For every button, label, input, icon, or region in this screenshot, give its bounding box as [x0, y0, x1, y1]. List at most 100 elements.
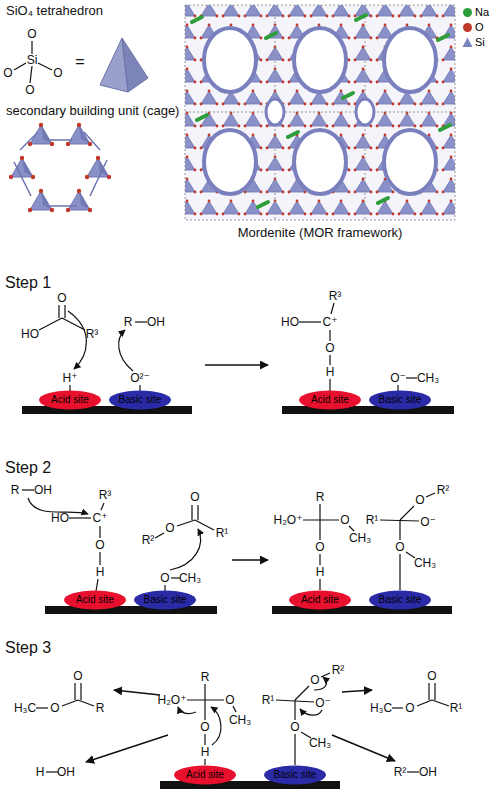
sodium-ion: [438, 35, 448, 40]
site-ellipse: [369, 591, 431, 610]
sodium-ion: [356, 15, 366, 20]
sodium-ion: [343, 93, 353, 98]
catalyst-surface: [45, 606, 217, 614]
bond-line: [99, 552, 100, 565]
reaction-arrow: [205, 364, 268, 366]
atom-label: Si: [27, 54, 38, 66]
catalyst-site: Basic site: [368, 590, 432, 610]
catalyst-surface: [272, 606, 452, 614]
tetrahedron-shape: [122, 38, 148, 92]
cage-link: [20, 132, 38, 150]
atom-label: R²: [394, 766, 407, 778]
legend-swatch: [462, 7, 473, 18]
reaction-arrow: [114, 690, 160, 695]
legend-text: Na: [475, 6, 489, 18]
bond-line: [299, 321, 321, 322]
bond-line: [417, 700, 432, 706]
bond-line: [36, 673, 449, 772]
atom-label: R³: [99, 489, 112, 501]
site-label: Acid site: [173, 765, 237, 785]
legend-swatch: [462, 22, 473, 33]
bond-line: [164, 585, 165, 591]
atom-label: HO: [21, 328, 39, 340]
reaction-arrow: [232, 559, 268, 561]
bond-line: [155, 533, 164, 538]
catalyst-site: Acid site: [288, 590, 352, 610]
bond-line: [99, 526, 100, 538]
bond-line: [30, 66, 32, 83]
sodium-ion: [197, 115, 207, 120]
sodium-ion: [440, 125, 450, 130]
bond-line: [319, 579, 320, 590]
atom-label: O²⁻: [130, 372, 150, 384]
legend-swatch: [463, 8, 472, 17]
atom-label: O⁻: [390, 372, 406, 384]
curved-arrow: [68, 311, 86, 369]
bond-line: [329, 330, 330, 341]
site-label: Basic site: [108, 390, 172, 410]
site-label: Basic site: [368, 590, 432, 610]
atom-label: O: [190, 491, 199, 503]
catalyst-surface: [22, 406, 454, 789]
site-ellipse: [109, 391, 171, 410]
atom-label: H₃C: [370, 702, 392, 714]
site-ellipse: [39, 391, 101, 410]
atom-label: H: [326, 366, 335, 378]
bond-line: [39, 303, 417, 392]
framework-image: [384, 28, 436, 92]
atom-label: OH: [147, 316, 165, 328]
sodium-ion: [266, 33, 276, 38]
atom-label: R¹: [216, 527, 229, 539]
sodium-ion: [192, 15, 450, 207]
cage-unit: [85, 156, 111, 179]
heading-label: Mordenite (MOR framework): [238, 226, 403, 239]
atom-label: CH₃: [417, 372, 439, 384]
atom-label: O: [290, 721, 299, 733]
bond-line: [407, 771, 419, 772]
atom-label: R²: [142, 534, 155, 546]
atom-label: H₂O⁺: [158, 694, 187, 706]
atom-label: R: [96, 702, 105, 714]
tetrahedron-shape: [100, 38, 148, 92]
site-label: Acid site: [288, 590, 352, 610]
reaction-arrow: [86, 735, 168, 762]
bond-line: [432, 700, 449, 706]
atom-label: R¹: [366, 514, 379, 526]
atom-label: O: [3, 67, 12, 79]
bond-line: [329, 355, 330, 365]
cage-link: [14, 162, 31, 196]
atom-label: H: [201, 746, 210, 758]
sodium-ion: [378, 198, 388, 203]
atom-label: O: [395, 541, 404, 553]
reaction-arrow: [86, 690, 395, 762]
heading-label: =: [75, 54, 84, 70]
site-label: Acid site: [298, 390, 362, 410]
sodium-ion: [258, 202, 268, 207]
bond-line: [303, 519, 339, 520]
bond-line: [319, 520, 320, 540]
bond-line: [62, 700, 78, 706]
bond-line: [406, 377, 417, 378]
bond-line: [191, 505, 192, 520]
atom-label: H: [96, 566, 105, 578]
atom-label: R²: [437, 484, 450, 496]
catalyst-site: Acid site: [173, 765, 237, 785]
site-label: Acid site: [63, 590, 127, 610]
atom-label: O: [50, 702, 59, 714]
catalyst-site: Basic site: [263, 765, 327, 785]
bond-line: [80, 683, 81, 700]
bond-line: [39, 318, 62, 330]
curved-arrow: [178, 677, 326, 745]
bond-line: [58, 305, 59, 318]
atom-label: R³: [86, 328, 99, 340]
framework-image: [204, 130, 256, 194]
atom-label: O: [405, 702, 414, 714]
atom-label: CH₃: [179, 572, 201, 584]
site-ellipse: [369, 391, 431, 410]
bond-line: [233, 706, 236, 712]
atom-label: C⁺: [93, 512, 108, 524]
cage-unit: [9, 123, 111, 212]
bond-line: [426, 493, 435, 497]
heading-label: Step 2: [5, 460, 51, 476]
